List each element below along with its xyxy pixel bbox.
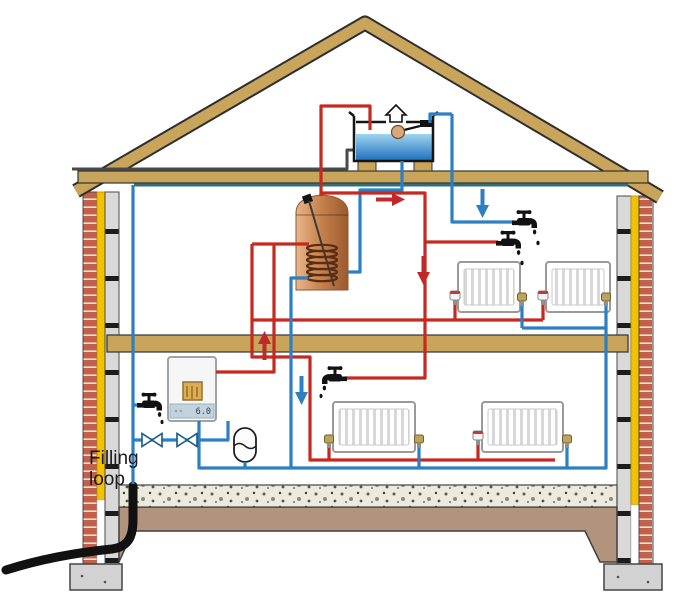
kitchen-cold-tap (137, 392, 164, 425)
downstairs-hot-tap (319, 366, 347, 399)
tank-vent-lid-icon (384, 103, 408, 123)
tap-icon (512, 210, 537, 235)
flow-arrow-down-icon (417, 256, 430, 285)
mains-water-pipe (1, 481, 138, 575)
gate-valve-icon (176, 432, 198, 448)
first-floor-beam (106, 334, 629, 353)
radiator-upstairs-right (545, 261, 611, 313)
heating-coil (305, 243, 339, 283)
tank-water (356, 134, 432, 161)
concrete-floor-slab (118, 484, 618, 508)
rising-main (131, 112, 514, 484)
gate-valve-icon (141, 432, 163, 448)
tap-icon (322, 366, 347, 391)
bathroom-hot-tap (496, 230, 524, 266)
hardcore-fill (118, 506, 618, 563)
cold-feed-pipes (348, 161, 404, 274)
thermostat-probe (308, 200, 335, 287)
overflow-pipe (72, 148, 355, 171)
hot-flow-pipes (216, 104, 555, 462)
foundation-left (69, 563, 123, 591)
hot-water-supply (321, 191, 427, 380)
tap-icon (137, 392, 162, 417)
ground-floor (118, 484, 618, 563)
cold-arrow-down-icon (476, 189, 489, 218)
filling-loop-label: Filling loop (89, 448, 139, 490)
tap-icon (496, 230, 521, 255)
radiator-upstairs-left (457, 261, 521, 313)
radiator-downstairs-right (481, 401, 564, 453)
filling-loop-pipe (133, 421, 230, 442)
boiler: 6.0 (167, 356, 217, 422)
hot-water-cylinder (295, 193, 349, 291)
foundation-right (603, 563, 663, 591)
flow-arrow-right-icon (376, 193, 405, 206)
float-valve (390, 120, 433, 140)
header-tank (348, 103, 439, 172)
boiler-display: 6.0 (196, 407, 211, 417)
float-ball-icon (390, 124, 406, 140)
expansion-vessel (233, 427, 257, 463)
cavity-wall-left (82, 191, 120, 567)
roof (72, 15, 664, 204)
bathroom-cold-tap (512, 210, 540, 246)
boiler-control-panel (169, 403, 215, 419)
immersion-cap (301, 193, 314, 205)
vent-pipe (319, 104, 372, 196)
cavity-wall-right (616, 195, 654, 567)
cold-arrow-down-icon (295, 376, 308, 405)
radiator-downstairs-left (332, 401, 416, 453)
ceiling-joist (77, 170, 649, 184)
